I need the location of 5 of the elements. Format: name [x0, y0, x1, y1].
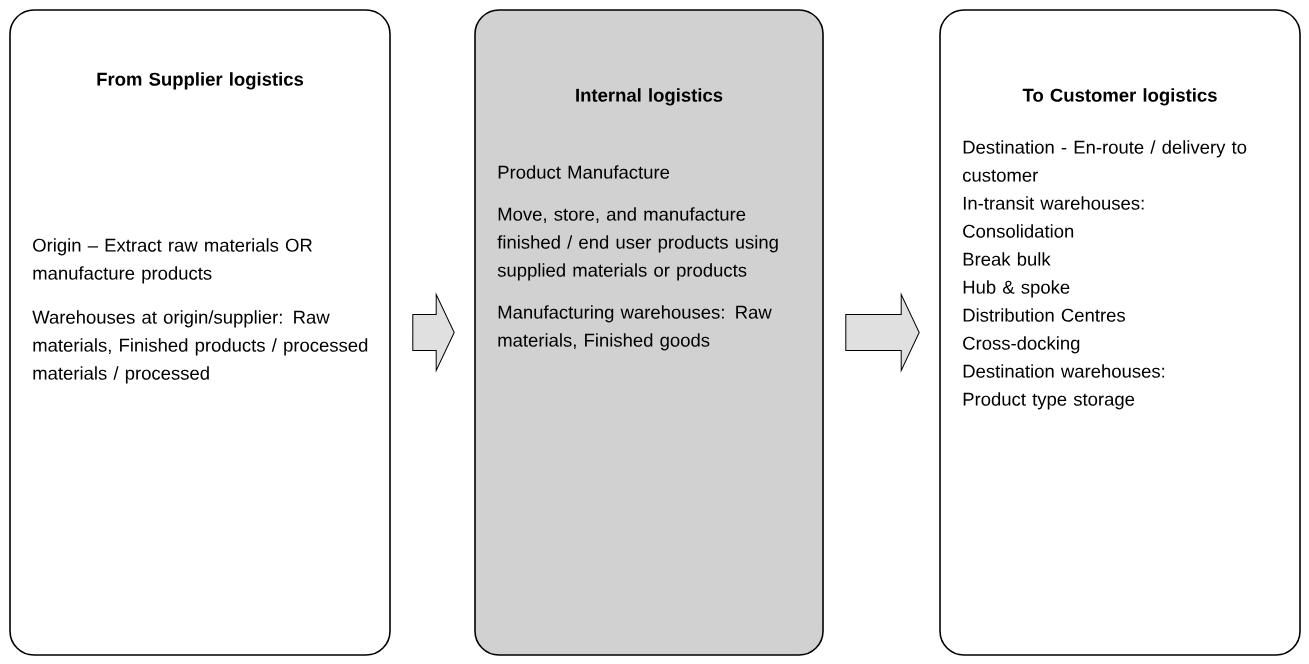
block-arrow: [412, 294, 455, 371]
process-box: To Customer logistics Destination - En-route / delivery to customer In-transit warehouses: Consolidation Break bulk Hub & spoke Distribution Centres Cross-docking Destination warehouses: Product type storage: [939, 9, 1301, 656]
process-box: Internal logistics Product Manufacture Move, store, and manufacture finished / end user products using supplied materials or products Manufacturing warehouses: Raw materials, Finished goods: [474, 9, 824, 656]
block-arrow: [845, 294, 920, 371]
process-box: From Supplier logistics Origin – Extract raw materials OR manufacture products Warehouses at origin/supplier: Raw materials, Finished products / processed materials / processed: [9, 9, 391, 656]
